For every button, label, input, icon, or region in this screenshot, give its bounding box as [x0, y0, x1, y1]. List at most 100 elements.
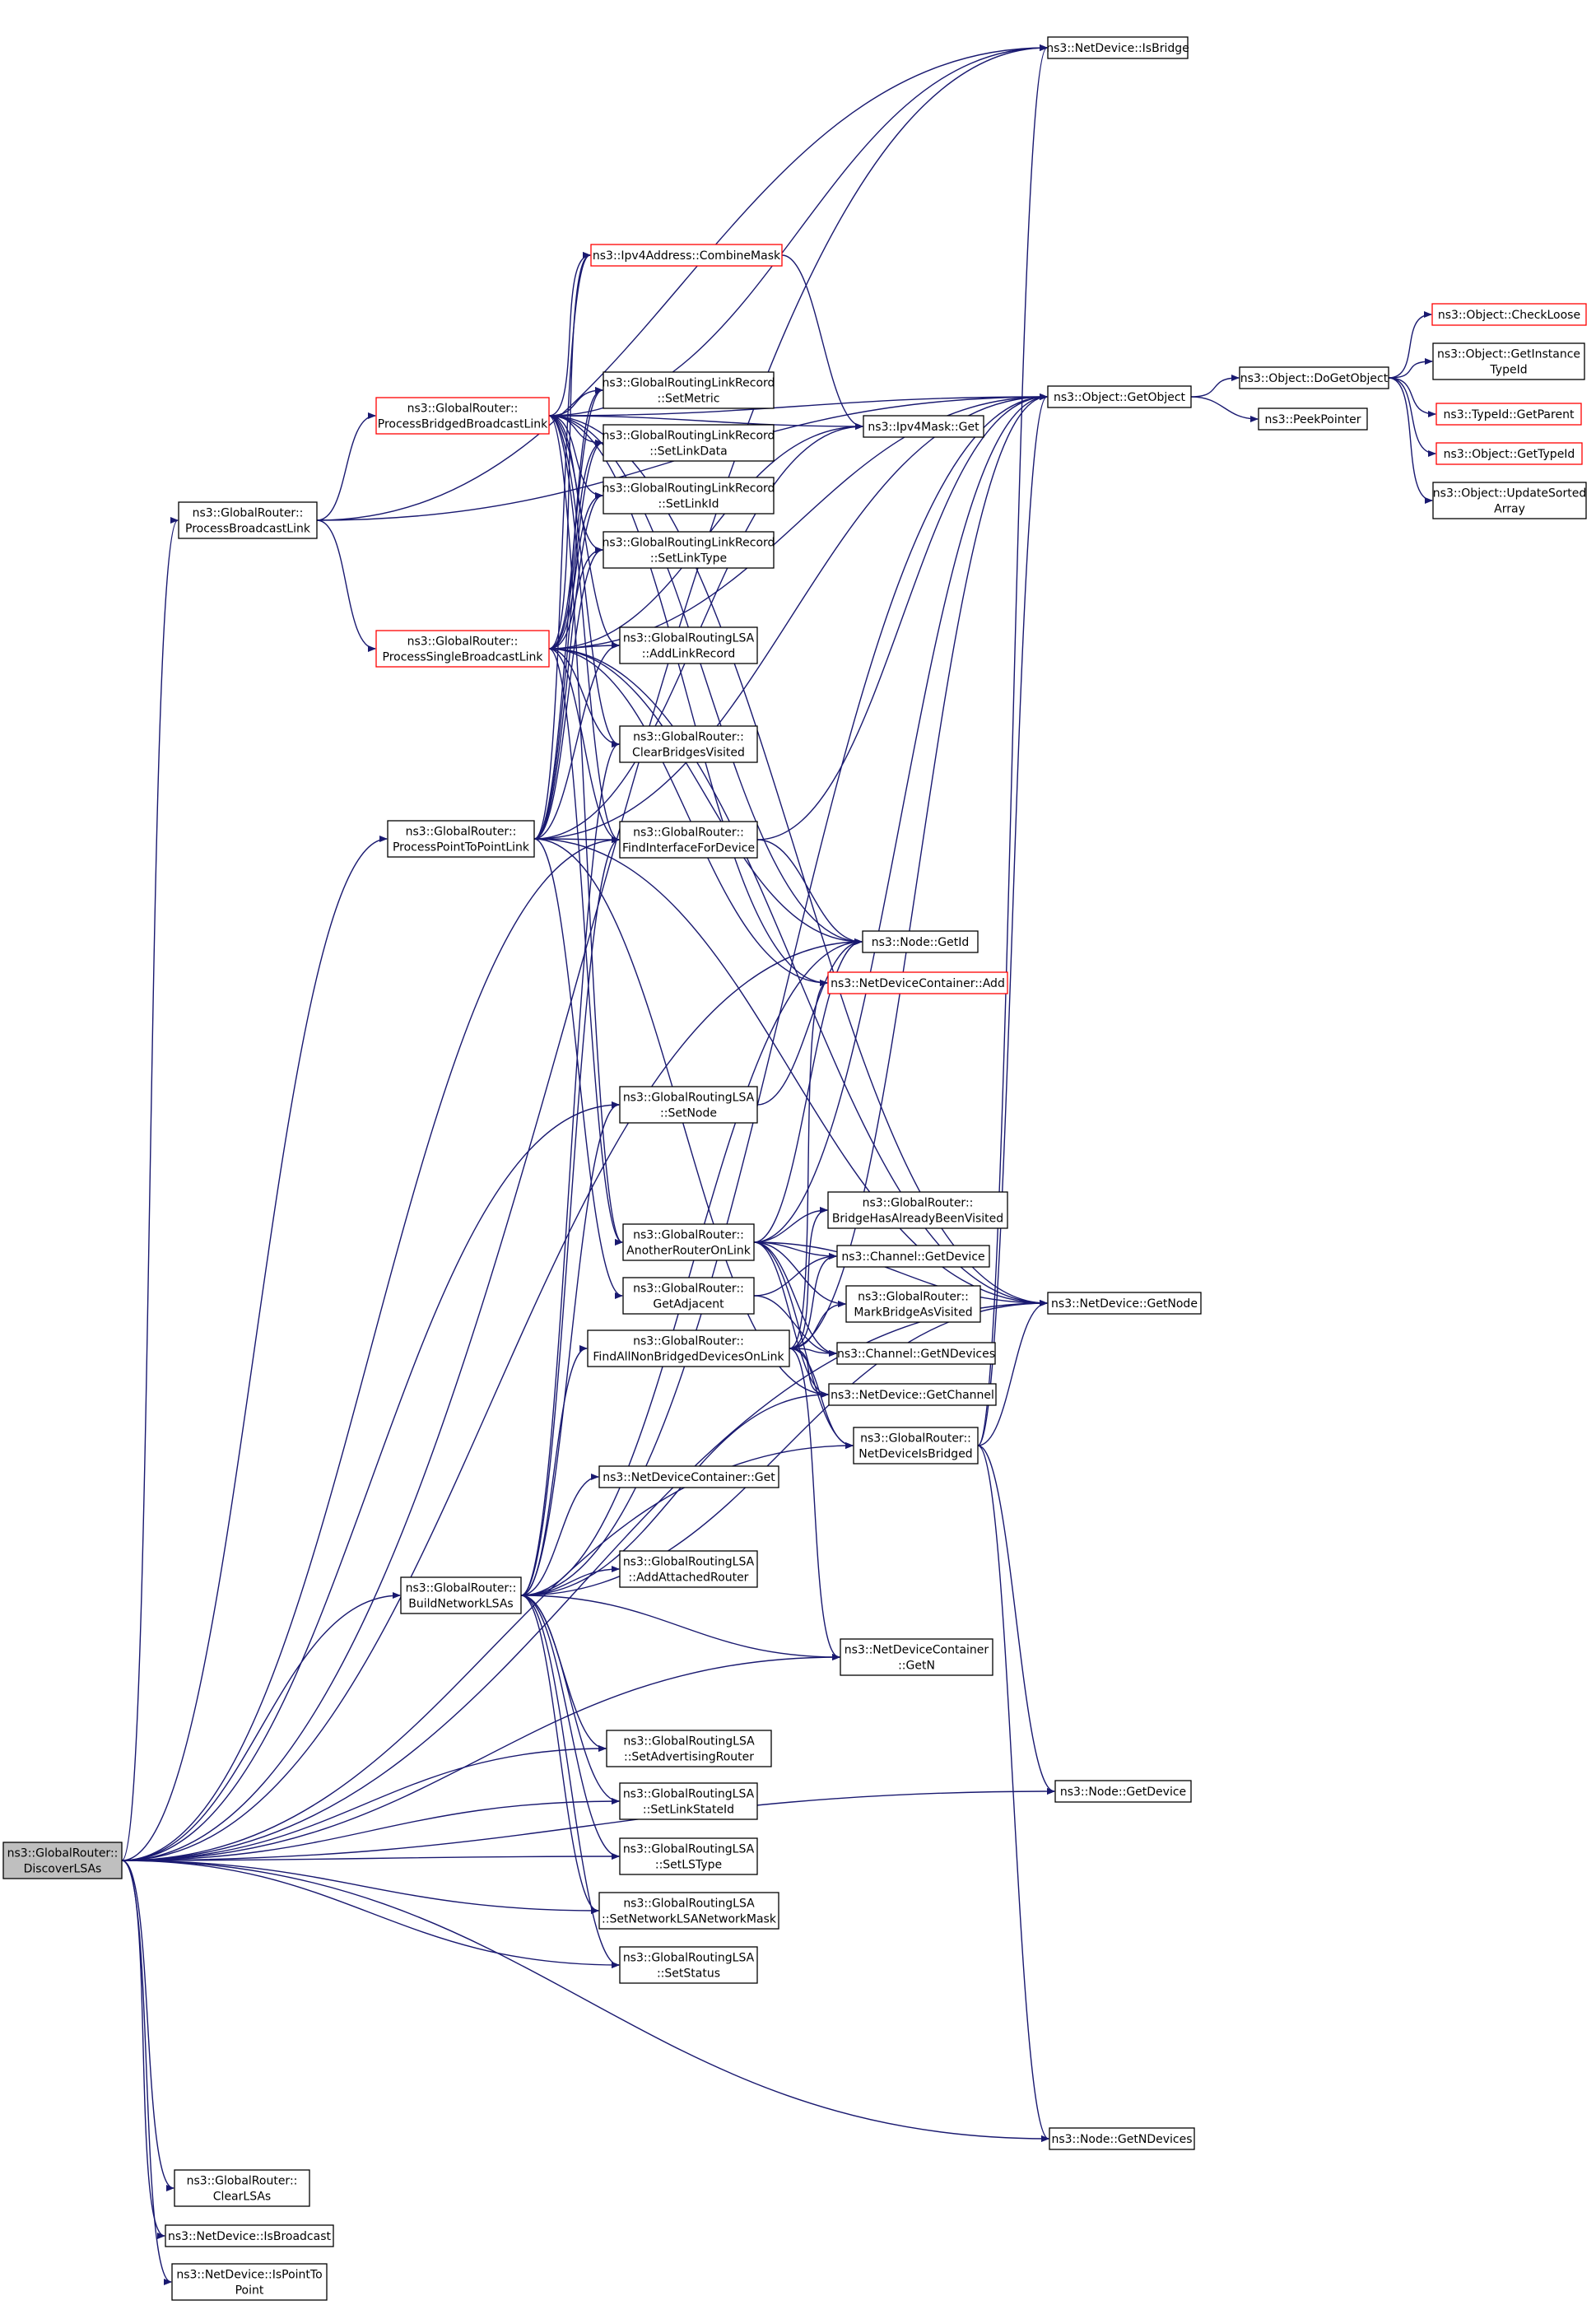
node-setLinkType[interactable]: ns3::GlobalRoutingLinkRecord::SetLinkTyp… [603, 531, 775, 569]
node-setLinkStateId[interactable]: ns3::GlobalRoutingLSA::SetLinkStateId [619, 1782, 758, 1820]
node-label-ndGetChannel: ns3::NetDevice::GetChannel [831, 1389, 994, 1402]
node-label-chanGetNDevices: ns3::Channel::GetNDevices [837, 1348, 995, 1361]
edge-getObject-to-peekPointer [1190, 396, 1259, 422]
node-ndcGetN[interactable]: ns3::NetDeviceContainer::GetN [840, 1638, 993, 1676]
node-buildNet[interactable]: ns3::GlobalRouter::BuildNetworkLSAs [400, 1576, 522, 1614]
node-label-getObject: ns3::Object::GetObject [1054, 391, 1186, 404]
node-chanGetDevice[interactable]: ns3::Channel::GetDevice [836, 1245, 990, 1268]
node-bridgeVisited[interactable]: ns3::GlobalRouter::BridgeHasAlreadyBeenV… [827, 1191, 1008, 1229]
node-nodeGetNDevices[interactable]: ns3::Node::GetNDevices [1049, 2127, 1195, 2150]
node-box-nodeGetDevice [1054, 1780, 1192, 1803]
edge-procBridged-to-anotherRouter [548, 415, 623, 1246]
node-box-combineMask [590, 244, 783, 267]
node-getObject[interactable]: ns3::Object::GetObject [1047, 385, 1192, 408]
node-label-findIface: FindInterfaceForDevice [622, 842, 755, 855]
node-label-setLinkStateId: ns3::GlobalRoutingLSA [623, 1788, 755, 1801]
edge-getObject-to-doGetObject [1190, 375, 1240, 398]
node-anotherRouter[interactable]: ns3::GlobalRouter::AnotherRouterOnLink [622, 1223, 755, 1261]
node-doGetObject[interactable]: ns3::Object::DoGetObject [1239, 366, 1389, 389]
node-setNetMask[interactable]: ns3::GlobalRoutingLSA::SetNetworkLSANetw… [598, 1892, 779, 1930]
edge-discover-to-setLinkStateId [121, 1798, 620, 1861]
node-box-bridgeVisited [827, 1191, 1008, 1229]
node-findAllNonBridged[interactable]: ns3::GlobalRouter::FindAllNonBridgedDevi… [587, 1329, 790, 1367]
node-label-chanGetDevice: ns3::Channel::GetDevice [841, 1250, 984, 1264]
node-addAttached[interactable]: ns3::GlobalRoutingLSA::AddAttachedRouter [619, 1550, 758, 1588]
node-combineMask[interactable]: ns3::Ipv4Address::CombineMask [590, 244, 783, 267]
node-ndcGet[interactable]: ns3::NetDeviceContainer::Get [598, 1465, 779, 1488]
node-chanGetNDevices[interactable]: ns3::Channel::GetNDevices [836, 1342, 996, 1365]
node-ndcAdd[interactable]: ns3::NetDeviceContainer::Add [827, 971, 1008, 994]
edge-ndIsBridged-to-isBridge [977, 44, 1048, 1446]
edge-findAllNonBridged-to-ndGetChannel [789, 1348, 829, 1398]
node-discover[interactable]: ns3::GlobalRouter::DiscoverLSAs [2, 1842, 123, 1879]
node-box-clearBridges [619, 725, 758, 763]
node-procBridged[interactable]: ns3::GlobalRouter::ProcessBridgedBroadca… [375, 397, 550, 435]
node-box-procP2P [387, 820, 535, 858]
node-isBroadcast[interactable]: ns3::NetDevice::IsBroadcast [165, 2224, 334, 2247]
node-isBridge[interactable]: ns3::NetDevice::IsBridge [1046, 36, 1189, 59]
node-setAdv[interactable]: ns3::GlobalRoutingLSA::SetAdvertisingRou… [606, 1730, 772, 1767]
edge-procP2P-to-combineMask [533, 252, 591, 840]
node-checkLoose[interactable]: ns3::Object::CheckLoose [1431, 303, 1587, 326]
node-setLinkId[interactable]: ns3::GlobalRoutingLinkRecord::SetLinkId [603, 477, 775, 515]
edge-discover-to-isBroadcast [121, 1860, 165, 2239]
node-box-setLinkStateId [619, 1782, 758, 1820]
node-setLSType[interactable]: ns3::GlobalRoutingLSA::SetLSType [619, 1837, 758, 1875]
node-findIface[interactable]: ns3::GlobalRouter::FindInterfaceForDevic… [619, 821, 758, 859]
edge-procBroadcast-to-procBridged [316, 412, 376, 521]
node-box-setAdv [606, 1730, 772, 1767]
node-label-ndIsBridged: ns3::GlobalRouter:: [860, 1432, 971, 1446]
edge-procP2P-to-setLinkData [533, 440, 603, 840]
call-edges [121, 44, 1436, 2285]
node-nodeGetId[interactable]: ns3::Node::GetId [862, 930, 979, 953]
node-label-ndcGetN: ::GetN [898, 1660, 935, 1673]
node-setLinkData[interactable]: ns3::GlobalRoutingLinkRecord::SetLinkDat… [603, 424, 775, 462]
edge-combineMask-to-ipv4MaskGet [781, 254, 863, 430]
node-nodeGetDevice[interactable]: ns3::Node::GetDevice [1054, 1780, 1192, 1803]
node-box-findAllNonBridged [587, 1329, 790, 1367]
node-procBroadcast[interactable]: ns3::GlobalRouter::ProcessBroadcastLink [178, 501, 318, 539]
node-ipv4MaskGet[interactable]: ns3::Ipv4Mask::Get [863, 415, 984, 438]
node-label-getAdjacent: GetAdjacent [653, 1298, 724, 1311]
node-label-clearLSAs: ns3::GlobalRouter:: [187, 2175, 298, 2188]
edge-buildNet-to-setNetMask [520, 1595, 599, 1914]
node-procSingle[interactable]: ns3::GlobalRouter::ProcessSingleBroadcas… [375, 630, 550, 668]
node-box-updateSorted [1432, 482, 1587, 519]
edge-findAllNonBridged-to-getObject [789, 393, 1048, 1349]
node-label-ndcGetN: ns3::NetDeviceContainer [845, 1644, 989, 1657]
node-label-updateSorted: Array [1494, 503, 1525, 516]
node-ndIsBridged[interactable]: ns3::GlobalRouter::NetDeviceIsBridged [853, 1427, 979, 1464]
node-clearLSAs[interactable]: ns3::GlobalRouter::ClearLSAs [174, 2169, 310, 2207]
node-getParent[interactable]: ns3::TypeId::GetParent [1435, 403, 1582, 426]
node-peekPointer[interactable]: ns3::PeekPointer [1258, 407, 1368, 431]
node-label-setLinkId: ns3::GlobalRoutingLinkRecord [603, 482, 775, 496]
node-getTypeId[interactable]: ns3::Object::GetTypeId [1435, 442, 1583, 465]
node-clearBridges[interactable]: ns3::GlobalRouter::ClearBridgesVisited [619, 725, 758, 763]
node-procP2P[interactable]: ns3::GlobalRouter::ProcessPointToPointLi… [387, 820, 535, 858]
node-label-procSingle: ns3::GlobalRouter:: [407, 636, 519, 649]
node-ndGetNode[interactable]: ns3::NetDevice::GetNode [1047, 1292, 1202, 1315]
edge-findIface-to-getObject [756, 393, 1048, 841]
node-box-procBroadcast [178, 501, 318, 539]
node-ndGetChannel[interactable]: ns3::NetDevice::GetChannel [828, 1383, 997, 1406]
node-label-setNode: ::SetNode [660, 1107, 717, 1120]
node-setMetric[interactable]: ns3::GlobalRoutingLinkRecord::SetMetric [603, 371, 775, 409]
node-box-nodeGetId [862, 930, 979, 953]
node-label-clearLSAs: ClearLSAs [213, 2191, 271, 2204]
node-getAdjacent[interactable]: ns3::GlobalRouter::GetAdjacent [622, 1277, 755, 1315]
node-box-anotherRouter [622, 1223, 755, 1261]
node-label-combineMask: ns3::Ipv4Address::CombineMask [593, 249, 781, 263]
node-markBridge[interactable]: ns3::GlobalRouter::MarkBridgeAsVisited [845, 1285, 981, 1323]
node-label-getTypeId: ns3::Object::GetTypeId [1444, 448, 1575, 461]
node-setNode[interactable]: ns3::GlobalRoutingLSA::SetNode [619, 1086, 758, 1124]
edge-doGetObject-to-getInstanceTypeId [1388, 358, 1433, 379]
node-label-markBridge: MarkBridgeAsVisited [854, 1306, 972, 1320]
edge-findAllNonBridged-to-chanGetNDevices [789, 1348, 837, 1357]
node-setStatus[interactable]: ns3::GlobalRoutingLSA::SetStatus [619, 1946, 758, 1984]
node-label-nodeGetNDevices: ns3::Node::GetNDevices [1051, 2133, 1192, 2146]
node-label-setAdv: ::SetAdvertisingRouter [624, 1751, 754, 1764]
node-addLinkRecord[interactable]: ns3::GlobalRoutingLSA::AddLinkRecord [619, 626, 758, 664]
